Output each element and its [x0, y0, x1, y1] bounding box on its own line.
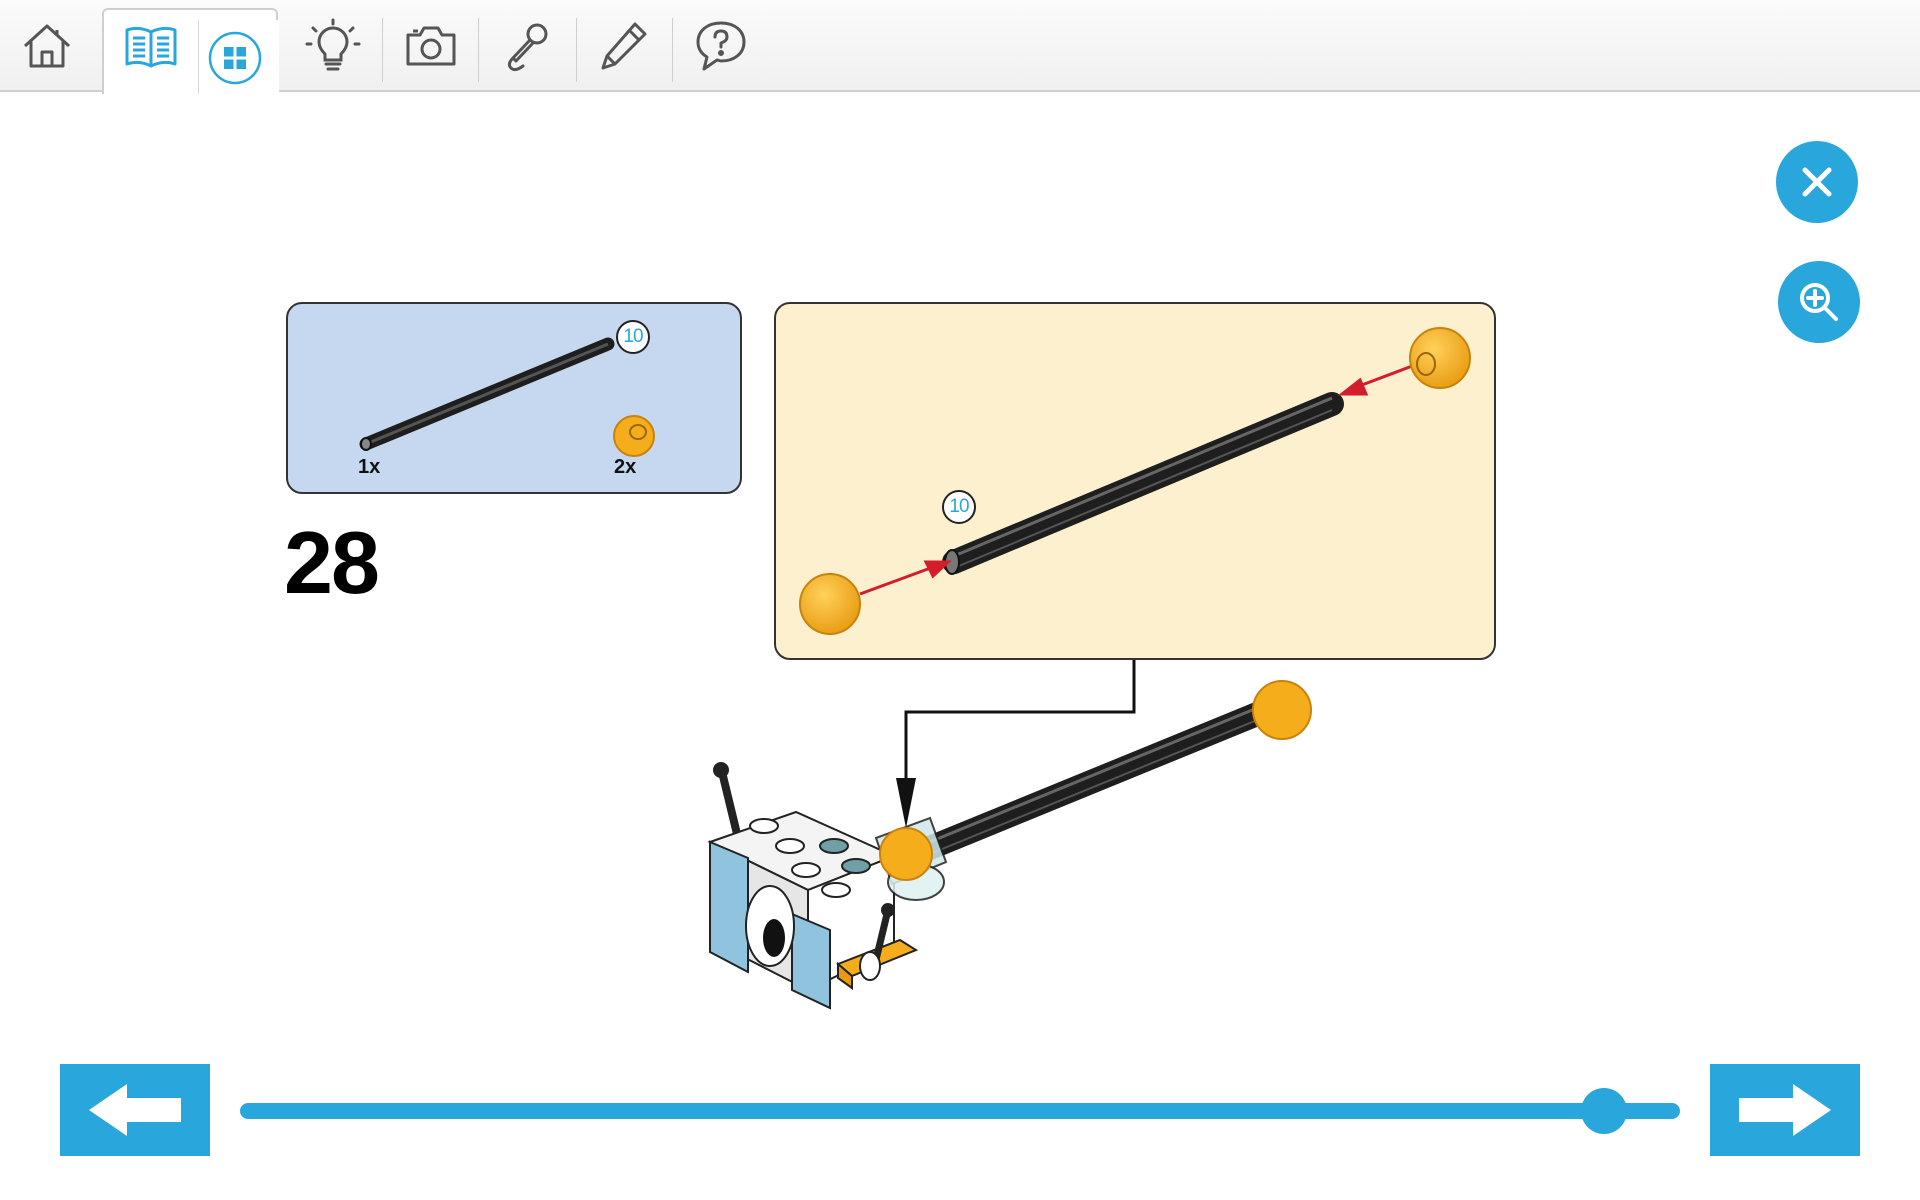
- model-lever: [870, 906, 892, 972]
- toolbar-divider: [672, 18, 673, 82]
- axle-quantity: 1x: [358, 456, 381, 478]
- axle-part: [942, 392, 1344, 575]
- ball-joint-quantity: 2x: [614, 456, 637, 478]
- part-length-callout: 10: [942, 490, 976, 524]
- ideas-button[interactable]: [286, 0, 380, 92]
- help-button[interactable]: [674, 0, 768, 92]
- model-axle: [908, 700, 1274, 864]
- step-progress-slider[interactable]: [240, 1103, 1680, 1119]
- ball-joint-part: [613, 415, 655, 457]
- model-lever-base: [859, 951, 881, 981]
- next-step-button[interactable]: [1710, 1064, 1860, 1156]
- microphone-icon: [507, 23, 548, 72]
- model-body: [707, 810, 919, 1010]
- model-lever-tip: [881, 903, 895, 917]
- connector-arrowhead: [896, 778, 916, 828]
- ball-joint-part: [799, 573, 861, 635]
- speech-bubble-question-icon: [696, 21, 746, 71]
- home-button[interactable]: [0, 0, 94, 92]
- sub-assembly-panel: 10: [774, 302, 1496, 660]
- toolbar-divider: [478, 18, 479, 82]
- arrow-right-icon: [1739, 1084, 1831, 1136]
- instructions-tab[interactable]: [104, 0, 198, 92]
- model-antenna-tip: [713, 762, 729, 778]
- camera-icon: [406, 26, 456, 66]
- zoom-in-button[interactable]: [1778, 261, 1860, 343]
- previous-step-button[interactable]: [60, 1064, 210, 1156]
- model-ball-joint: [1252, 680, 1312, 740]
- record-button[interactable]: [480, 0, 574, 92]
- notes-button[interactable]: [576, 0, 670, 92]
- toolbar: [0, 0, 1920, 94]
- toolbar-divider: [382, 18, 383, 82]
- close-icon: [1802, 167, 1832, 197]
- axle-part: [359, 337, 615, 451]
- model-ball-joint: [879, 827, 933, 881]
- arrow-left-icon: [89, 1084, 181, 1136]
- step-progress-thumb[interactable]: [1581, 1088, 1628, 1134]
- lightbulb-icon: [305, 18, 361, 71]
- model-transparent-connector: [874, 816, 948, 901]
- insert-arrow: [859, 358, 1429, 596]
- model-antenna: [718, 768, 742, 842]
- connector-line: [904, 660, 1136, 780]
- sub-assembly-illustration: [799, 327, 1471, 635]
- camera-button[interactable]: [384, 0, 478, 92]
- pencil-icon: [601, 22, 647, 70]
- close-button[interactable]: [1776, 141, 1858, 223]
- book-icon: [125, 26, 177, 68]
- parts-illustration: [359, 337, 655, 457]
- zoom-in-icon: [1800, 283, 1838, 321]
- home-icon: [23, 24, 71, 68]
- toolbar-divider: [576, 18, 577, 82]
- step-number: 28: [284, 513, 380, 612]
- part-length-callout: 10: [616, 320, 650, 354]
- grid-icon: [208, 31, 262, 85]
- ball-joint-part: [1409, 327, 1471, 389]
- parts-list-panel: 10 1x 2x: [286, 302, 742, 494]
- overview-button[interactable]: [188, 12, 282, 104]
